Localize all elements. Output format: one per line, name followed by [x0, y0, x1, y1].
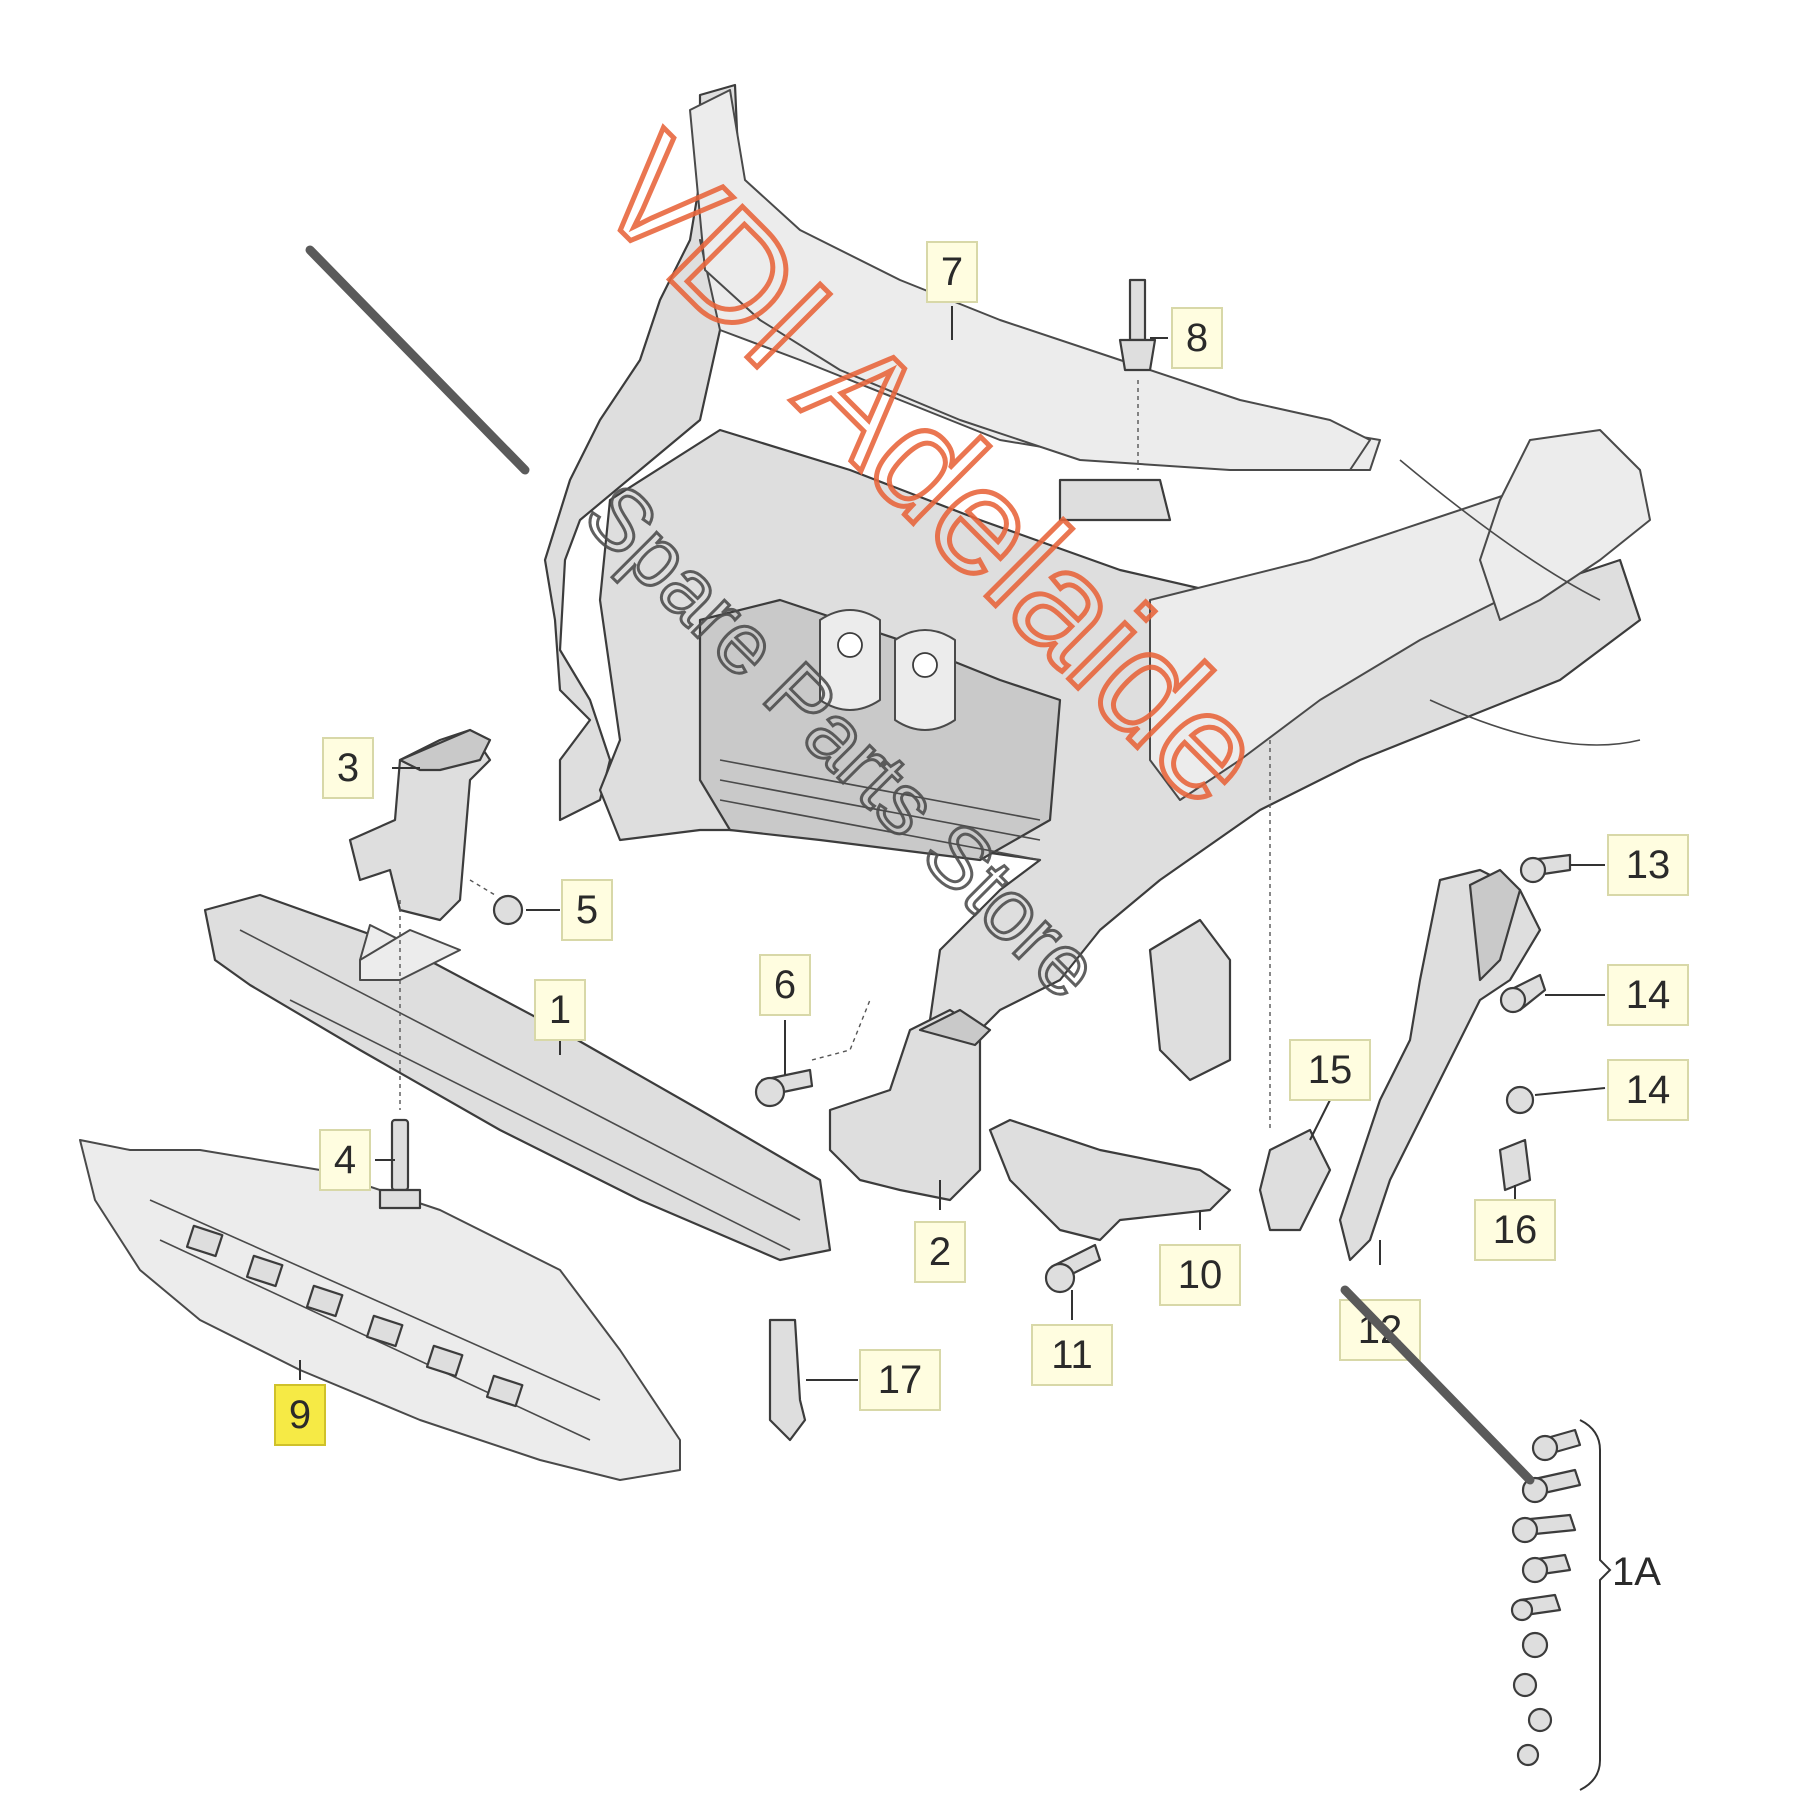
callout-1A[interactable]: 1A — [1612, 1550, 1661, 1594]
callout-6[interactable]: 6 — [759, 954, 811, 1016]
callout-8[interactable]: 8 — [1171, 307, 1223, 369]
callouts: 1 2 3 4 5 6 7 8 — [274, 241, 1689, 1594]
part-3-left-bracket — [348, 728, 492, 981]
callout-4[interactable]: 4 — [319, 1129, 371, 1191]
fastener-kit-1A — [1510, 1419, 1612, 1791]
callout-3[interactable]: 3 — [322, 737, 374, 799]
svg-text:7: 7 — [941, 250, 963, 294]
leader-lines — [299, 306, 1606, 1381]
callout-14a[interactable]: 14 — [1607, 964, 1689, 1026]
part-10-lower-bracket — [988, 1118, 1232, 1242]
callout-16[interactable]: 16 — [1474, 1199, 1556, 1261]
svg-text:10: 10 — [1178, 1253, 1223, 1297]
callout-5[interactable]: 5 — [561, 879, 613, 941]
svg-text:15: 15 — [1308, 1048, 1353, 1092]
svg-text:9: 9 — [289, 1393, 311, 1437]
callout-10[interactable]: 10 — [1159, 1244, 1241, 1306]
svg-text:17: 17 — [878, 1358, 923, 1402]
svg-text:8: 8 — [1186, 316, 1208, 360]
watermark-line-bottom — [1340, 1285, 1535, 1485]
svg-text:1A: 1A — [1612, 1550, 1661, 1594]
callout-7[interactable]: 7 — [926, 241, 978, 303]
part-9-energy-absorber — [79, 1139, 681, 1481]
part-2-right-bracket — [828, 1008, 992, 1202]
part-15-sleeve — [1258, 1128, 1332, 1232]
callout-13[interactable]: 13 — [1607, 834, 1689, 896]
svg-text:5: 5 — [576, 888, 598, 932]
part-7-upper-panel — [689, 89, 1371, 522]
svg-text:6: 6 — [774, 963, 796, 1007]
svg-text:11: 11 — [1051, 1333, 1093, 1377]
watermark-line-top — [305, 245, 530, 475]
svg-text:3: 3 — [337, 746, 359, 790]
svg-text:1: 1 — [549, 988, 571, 1032]
callout-14b[interactable]: 14 — [1607, 1059, 1689, 1121]
svg-text:14: 14 — [1626, 973, 1671, 1017]
svg-text:2: 2 — [929, 1230, 951, 1274]
callout-11[interactable]: 11 — [1031, 1324, 1113, 1386]
callout-2[interactable]: 2 — [914, 1221, 966, 1283]
callout-17[interactable]: 17 — [859, 1349, 941, 1411]
lock-carrier-assembly — [543, 83, 1651, 1082]
fasteners — [378, 278, 1572, 1294]
callout-1[interactable]: 1 — [534, 979, 586, 1041]
svg-text:4: 4 — [334, 1138, 356, 1182]
part-12-side-bracket — [1338, 868, 1542, 1262]
svg-text:16: 16 — [1493, 1208, 1538, 1252]
svg-text:14: 14 — [1626, 1068, 1671, 1112]
callout-15[interactable]: 15 — [1289, 1039, 1371, 1101]
callout-9[interactable]: 9 — [274, 1384, 326, 1446]
svg-text:13: 13 — [1626, 843, 1671, 887]
part-17-small-bracket — [768, 1318, 807, 1442]
